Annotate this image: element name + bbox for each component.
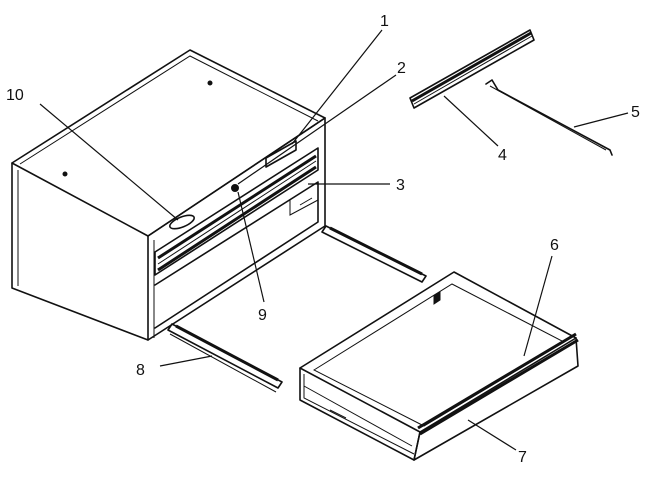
leader-10 xyxy=(39,103,179,221)
rod xyxy=(485,79,613,156)
cabinet-left-side xyxy=(11,162,149,341)
screw-hole-icon xyxy=(62,171,68,177)
leader-5 xyxy=(573,112,629,128)
callout-6: 6 xyxy=(550,237,559,254)
drawer-handle-channel xyxy=(417,332,577,430)
drawer-slide-right xyxy=(321,225,427,283)
cabinet xyxy=(11,49,326,341)
callout-1: 1 xyxy=(380,13,389,30)
lock-icon xyxy=(231,184,239,192)
leader-7 xyxy=(467,419,517,451)
top-drawer-opening xyxy=(154,147,319,276)
cabinet-front xyxy=(147,117,326,341)
callout-10: 10 xyxy=(6,87,24,104)
leader-9 xyxy=(237,191,265,303)
screw-hole-icon xyxy=(207,80,213,86)
leader-lines xyxy=(39,29,629,451)
drawer-right-side xyxy=(413,337,579,461)
callout-4: 4 xyxy=(498,147,507,164)
drawer-tray xyxy=(312,283,566,427)
callout-2: 2 xyxy=(397,60,406,77)
cabinet-top-rim xyxy=(19,55,319,165)
leader-2 xyxy=(237,74,397,185)
callout-5: 5 xyxy=(631,104,640,121)
callout-8: 8 xyxy=(136,362,145,379)
rail xyxy=(409,29,535,109)
callout-7: 7 xyxy=(518,449,527,466)
callout-labels: 1 2 3 4 5 6 7 8 9 10 xyxy=(6,13,640,466)
drawer-front xyxy=(299,367,421,461)
callout-3: 3 xyxy=(396,177,405,194)
leader-1 xyxy=(291,29,383,145)
bracket-icon xyxy=(433,291,441,305)
leader-4 xyxy=(443,95,499,147)
emblem xyxy=(169,214,195,230)
drawer xyxy=(299,271,579,461)
callout-9: 9 xyxy=(258,307,267,324)
drawer-slide-left xyxy=(167,323,283,393)
leader-8 xyxy=(159,355,213,367)
leader-6 xyxy=(523,255,553,357)
drawer-front-channel xyxy=(157,154,317,260)
lower-drawer-opening xyxy=(154,181,319,329)
